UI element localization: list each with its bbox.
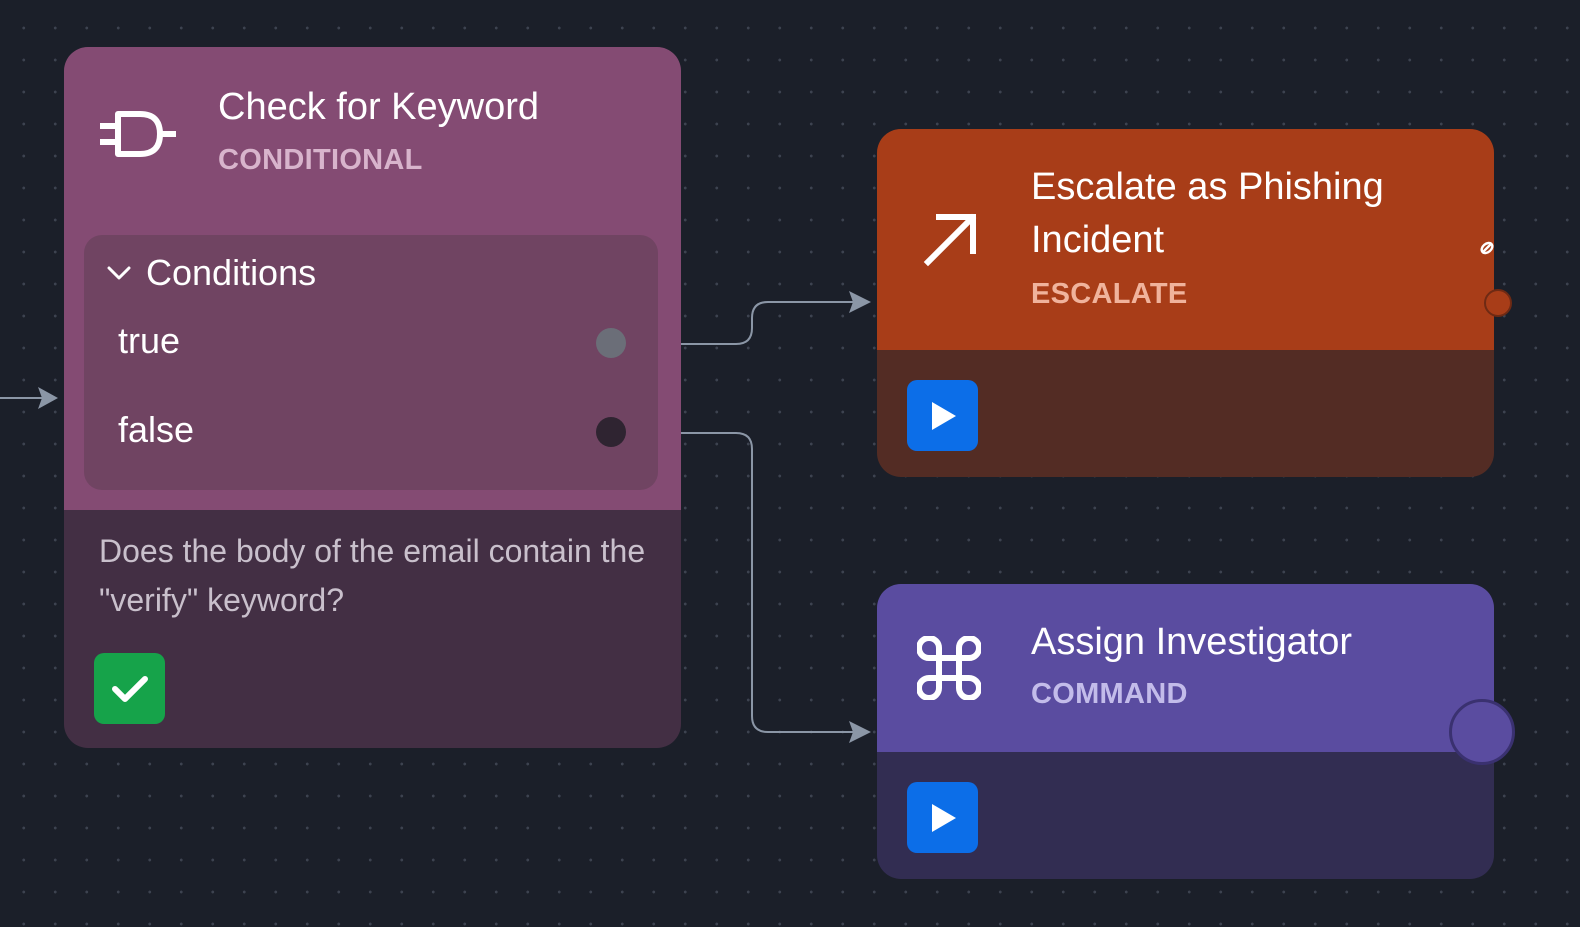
- chevron-down-icon: [106, 264, 132, 282]
- run-button[interactable]: [907, 782, 978, 853]
- status-success-button[interactable]: [94, 653, 165, 724]
- conditions-heading: Conditions: [146, 252, 317, 293]
- play-icon: [928, 400, 958, 432]
- escalate-node[interactable]: Escalate as Phishing Incident ESCALATE: [877, 129, 1494, 477]
- conditions-toggle[interactable]: Conditions: [106, 249, 316, 297]
- condition-false-label: false: [118, 409, 195, 450]
- condition-true-label: true: [118, 320, 181, 361]
- command-node-title: Assign Investigator: [1031, 621, 1353, 663]
- condition-false-handle[interactable]: [596, 417, 626, 447]
- command-icon: [917, 636, 981, 700]
- conditions-panel: Conditions true false: [84, 235, 658, 490]
- command-node-header: Assign Investigator COMMAND: [877, 584, 1494, 752]
- conditional-node-title: Check for Keyword: [218, 86, 540, 128]
- conditional-node-description: Does the body of the email contain the "…: [99, 533, 646, 618]
- condition-true-handle[interactable]: [596, 328, 626, 358]
- logic-gate-icon: [98, 109, 178, 159]
- run-button[interactable]: [907, 380, 978, 451]
- link-icon: [1478, 233, 1496, 263]
- escalate-node-title: Escalate as Phishing Incident: [1031, 166, 1384, 261]
- conditional-node-type: CONDITIONAL: [218, 144, 423, 176]
- edge-false-arrow: [849, 721, 871, 743]
- command-node[interactable]: Assign Investigator COMMAND: [877, 584, 1494, 879]
- incoming-edge-arrow: [38, 387, 58, 409]
- arrow-up-right-icon: [922, 210, 980, 268]
- edge-true-arrow: [849, 291, 871, 313]
- play-icon: [928, 802, 958, 834]
- escalate-node-type: ESCALATE: [1031, 278, 1188, 310]
- escalate-node-header: Escalate as Phishing Incident ESCALATE: [877, 129, 1494, 350]
- escalate-output-handle[interactable]: [1484, 289, 1512, 317]
- conditional-node[interactable]: Check for Keyword CONDITIONAL Conditions…: [64, 47, 681, 748]
- command-node-type: COMMAND: [1031, 678, 1188, 710]
- conditional-node-header: Check for Keyword CONDITIONAL Conditions…: [64, 47, 681, 510]
- command-output-handle[interactable]: [1449, 699, 1515, 765]
- checkmark-icon: [110, 673, 150, 705]
